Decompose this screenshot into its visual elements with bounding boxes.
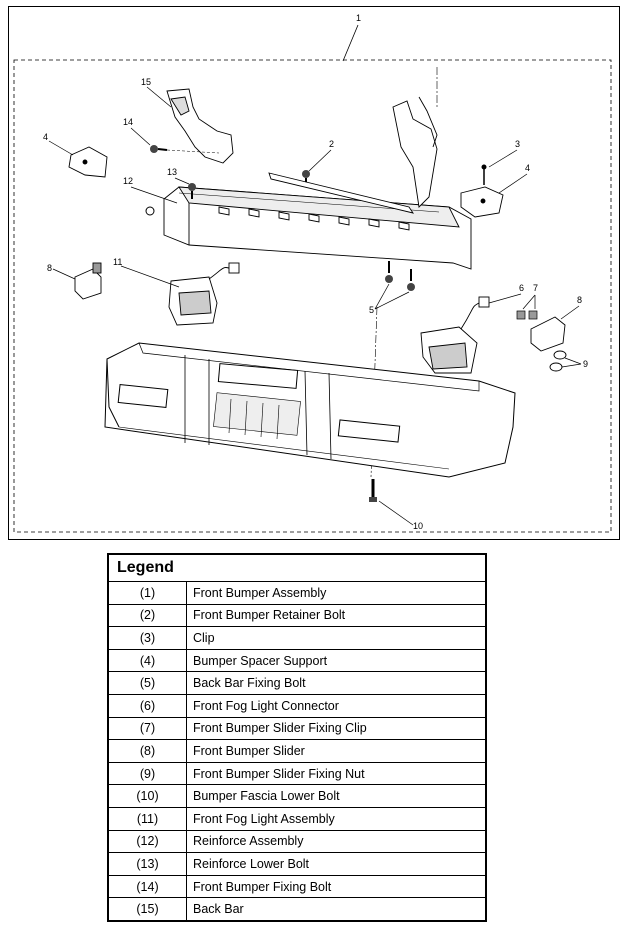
legend-item-description: Front Fog Light Assembly — [186, 806, 487, 831]
legend-item-number: (1) — [107, 581, 187, 605]
callout-5: 5 — [369, 305, 374, 315]
legend-item-description: Front Fog Light Connector — [186, 693, 487, 718]
spacer-support-right — [460, 186, 504, 218]
callout-14: 14 — [123, 117, 133, 127]
assembly-boundary — [13, 59, 612, 533]
legend-item-description: Front Bumper Slider — [186, 739, 487, 763]
legend-row: (4)Bumper Spacer Support — [107, 648, 487, 673]
legend-title: Legend — [107, 553, 487, 582]
legend-item-number: (4) — [107, 648, 187, 673]
legend-item-description: Front Bumper Fixing Bolt — [186, 874, 487, 899]
legend-row: (7)Front Bumper Slider Fixing Clip — [107, 716, 487, 741]
legend-item-number: (14) — [107, 874, 187, 899]
callout-4-right: 4 — [525, 163, 530, 173]
callout-7: 7 — [533, 283, 538, 293]
legend-row: (11)Front Fog Light Assembly — [107, 806, 487, 831]
fixing-bolt-14 — [150, 145, 168, 153]
callout-13: 13 — [167, 167, 177, 177]
legend-row: (6)Front Fog Light Connector — [107, 693, 487, 718]
exploded-diagram: 1 15 14 4 2 — [8, 6, 620, 540]
legend-item-number: (5) — [107, 671, 187, 695]
legend-item-number: (9) — [107, 761, 187, 786]
legend-item-description: Reinforce Assembly — [186, 829, 487, 854]
callout-4-left: 4 — [43, 132, 48, 142]
legend-item-number: (13) — [107, 852, 187, 876]
legend-item-number: (6) — [107, 693, 187, 718]
legend-item-description: Front Bumper Slider Fixing Clip — [186, 716, 487, 741]
callout-3: 3 — [515, 139, 520, 149]
fog-light-assembly-right — [420, 296, 490, 374]
callout-8-left: 8 — [47, 263, 52, 273]
legend-row: (2)Front Bumper Retainer Bolt — [107, 603, 487, 628]
callout-15: 15 — [141, 77, 151, 87]
callout-1: 1 — [356, 13, 361, 23]
legend-row: (12)Reinforce Assembly — [107, 829, 487, 854]
legend-item-description: Back Bar Fixing Bolt — [186, 671, 487, 695]
clip-3 — [481, 164, 487, 185]
legend-item-description: Reinforce Lower Bolt — [186, 852, 487, 876]
legend-item-description: Bumper Fascia Lower Bolt — [186, 784, 487, 808]
legend-row: (14)Front Bumper Fixing Bolt — [107, 874, 487, 899]
back-bar-part — [166, 88, 234, 164]
legend-row: (1)Front Bumper Assembly — [107, 581, 487, 605]
callout-2: 2 — [329, 139, 334, 149]
slider-left — [74, 262, 102, 300]
callout-10: 10 — [413, 521, 423, 531]
legend-item-number: (12) — [107, 829, 187, 854]
slider-fixing-clips-7 — [516, 310, 538, 320]
legend-row: (9)Front Bumper Slider Fixing Nut — [107, 761, 487, 786]
reinforce-assembly — [163, 172, 472, 270]
legend-item-description: Clip — [186, 626, 487, 650]
legend-item-description: Bumper Spacer Support — [186, 648, 487, 673]
legend-item-number: (3) — [107, 626, 187, 650]
legend-item-number: (11) — [107, 806, 187, 831]
legend-table: Legend (1)Front Bumper Assembly(2)Front … — [107, 553, 487, 922]
legend-body: (1)Front Bumper Assembly(2)Front Bumper … — [107, 581, 487, 922]
bumper-fascia — [104, 342, 516, 478]
legend-item-description: Front Bumper Slider Fixing Nut — [186, 761, 487, 786]
slider-right — [530, 316, 566, 352]
fog-light-assembly-left — [168, 262, 240, 326]
reinforce-lower-bolt-13 — [145, 183, 196, 216]
legend-item-number: (10) — [107, 784, 187, 808]
back-bar-right — [392, 96, 438, 208]
callout-6: 6 — [519, 283, 524, 293]
callout-12: 12 — [123, 176, 133, 186]
legend-item-number: (15) — [107, 897, 187, 922]
legend-item-number: (2) — [107, 603, 187, 628]
callout-9: 9 — [583, 359, 588, 369]
legend-row: (3)Clip — [107, 626, 487, 650]
callout-11: 11 — [113, 257, 122, 267]
legend-row: (8)Front Bumper Slider — [107, 739, 487, 763]
callout-8-right: 8 — [577, 295, 582, 305]
legend-item-description: Front Bumper Retainer Bolt — [186, 603, 487, 628]
back-bar-fixing-bolts-5 — [385, 261, 415, 291]
slider-fixing-nuts-9 — [549, 350, 567, 372]
legend-item-number: (8) — [107, 739, 187, 763]
legend-item-description: Back Bar — [186, 897, 487, 922]
legend-item-number: (7) — [107, 716, 187, 741]
legend-row: (5)Back Bar Fixing Bolt — [107, 671, 487, 695]
fascia-lower-bolt-10 — [369, 479, 377, 502]
legend-row: (15)Back Bar — [107, 897, 487, 922]
legend-row: (13)Reinforce Lower Bolt — [107, 852, 487, 876]
spacer-support-left — [68, 146, 108, 178]
legend-row: (10)Bumper Fascia Lower Bolt — [107, 784, 487, 808]
legend-item-description: Front Bumper Assembly — [186, 581, 487, 605]
